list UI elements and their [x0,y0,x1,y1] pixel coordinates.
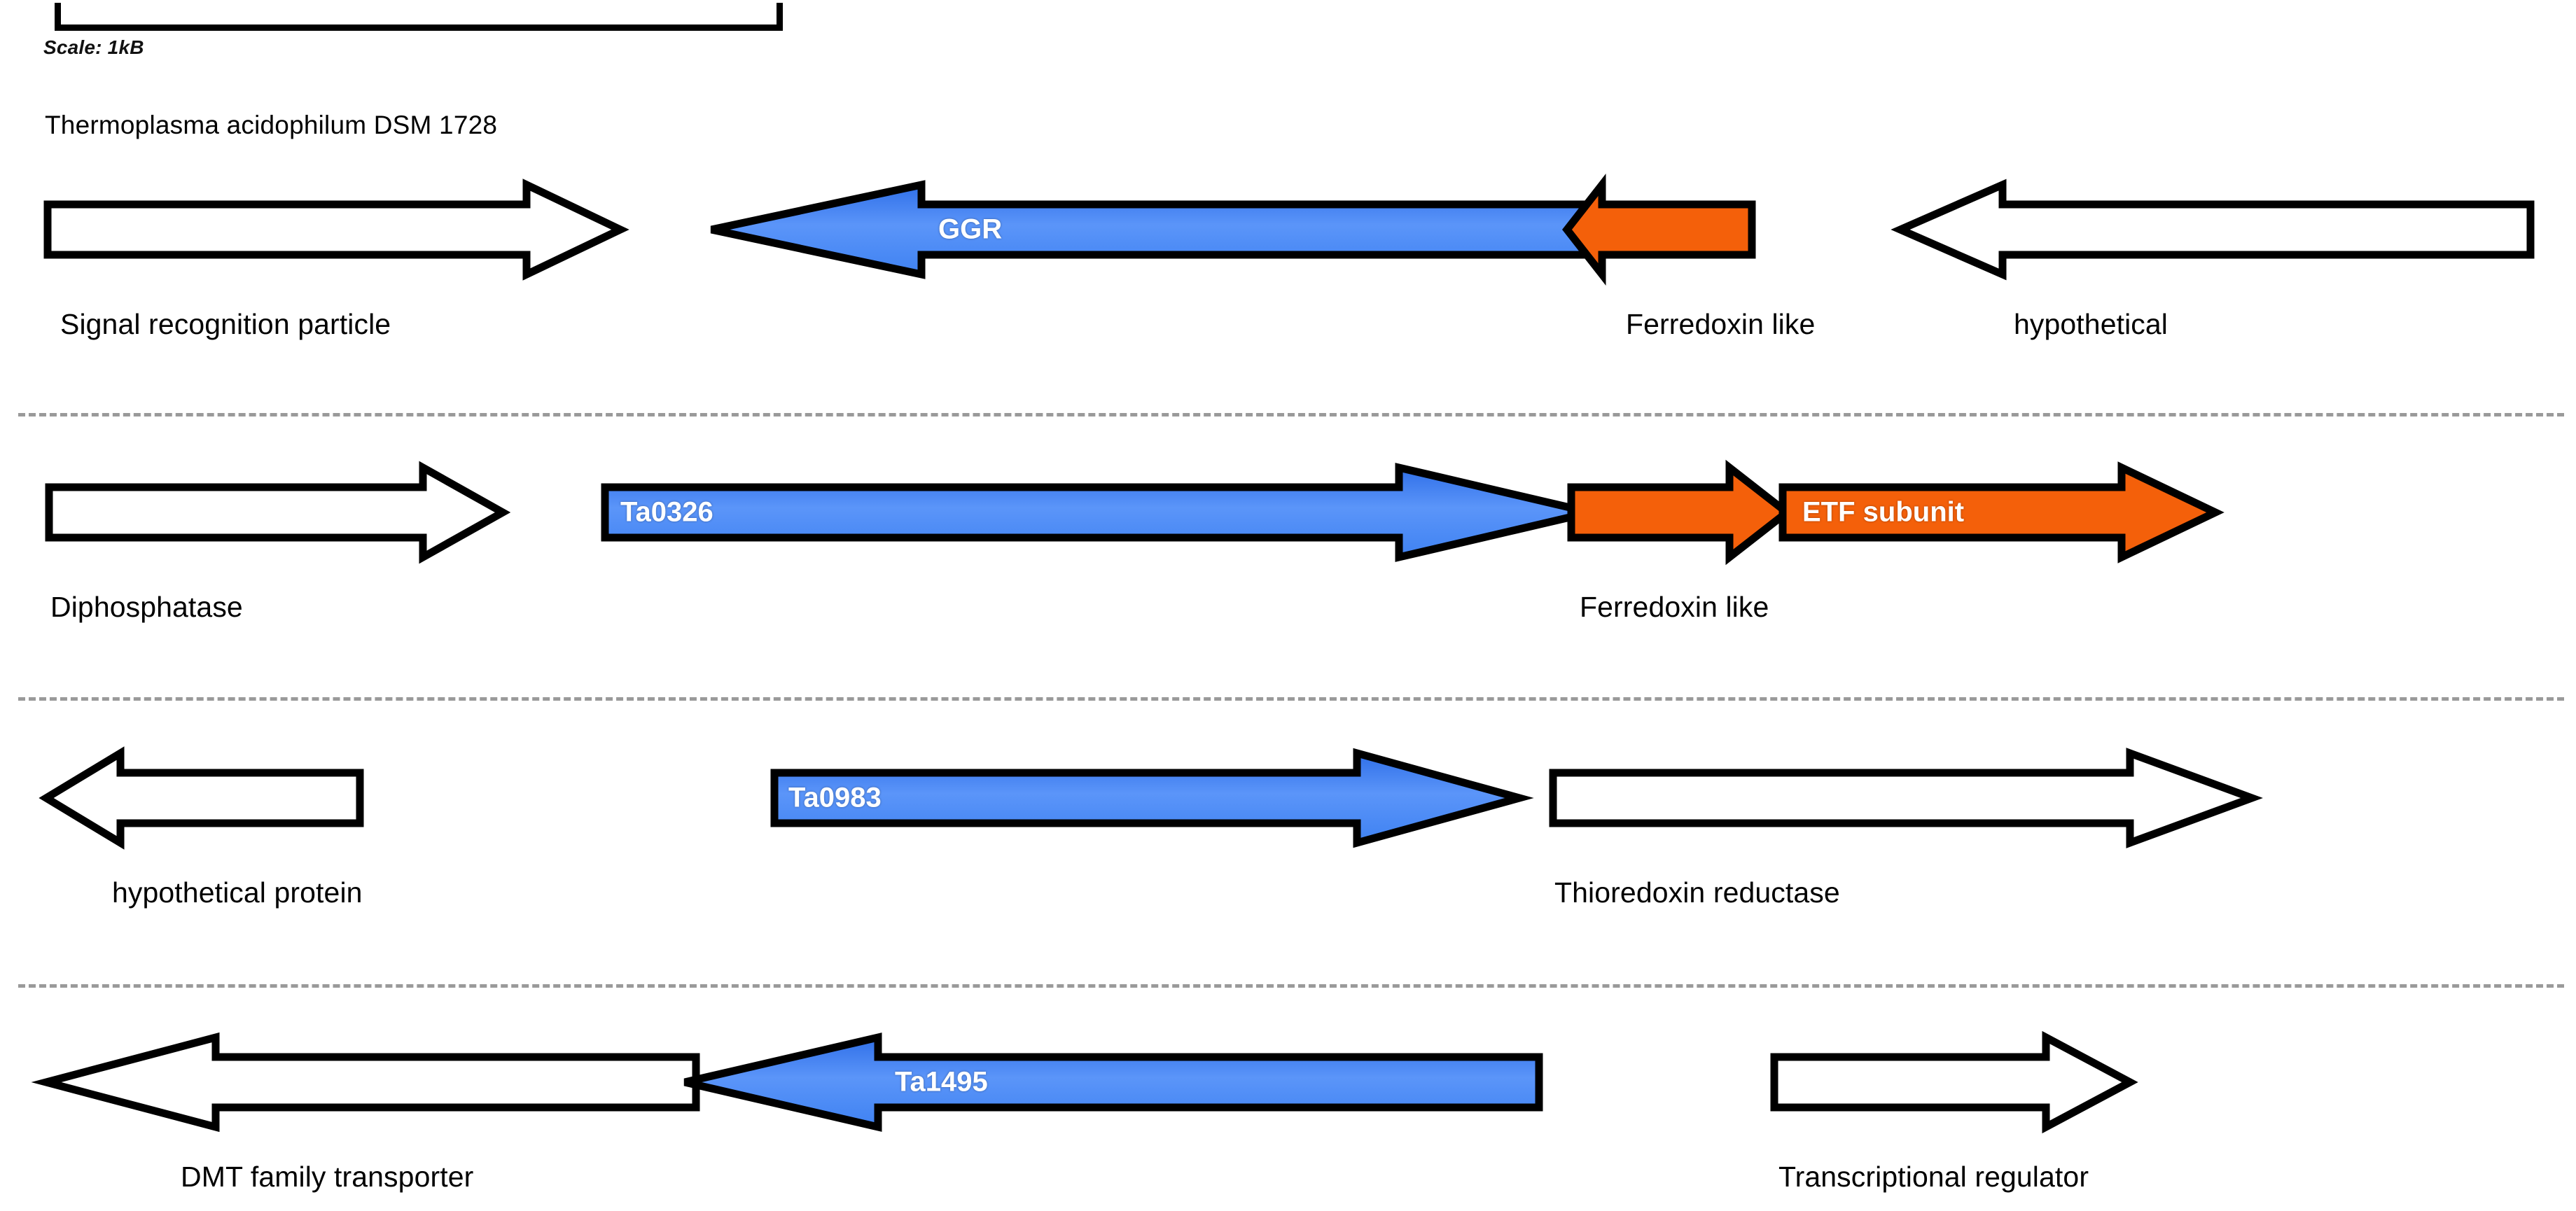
gene-arrow-etf-subunit[interactable]: ETF subunit [1778,461,2225,564]
arrow-shape-right [45,461,511,564]
gene-row-1: Signal recognition particle GGR F [0,174,2576,342]
gene-arrow-diphosphatase[interactable] [45,461,511,564]
gene-caption-signal-recognition-particle: Signal recognition particle [60,308,391,340]
row-separator-2 [18,697,2564,701]
arrow-shape-right [601,463,1592,562]
gene-caption-hypothetical-protein: hypothetical protein [112,876,363,909]
gene-arrow-hypothetical-row1[interactable] [1891,178,2535,281]
gene-arrow-thioredoxin-reductase[interactable] [1549,748,2263,848]
arrow-shape-right [770,748,1534,848]
arrow-shape-right [1549,748,2263,848]
gene-caption-ferredoxin-like-row2: Ferredoxin like [1580,591,1769,623]
arrow-shape-right [43,178,629,281]
scale-bar-right-tick [777,3,783,31]
scale-bar-baseline [55,24,783,31]
gene-row-2: Diphosphatase Ta0326 Ferredoxin l [0,459,2576,624]
arrow-shape-left [1891,178,2535,281]
gene-row-4: DMT family transporter Ta1495 Tra [0,1030,2576,1194]
gene-caption-ferredoxin-like-row1: Ferredoxin like [1626,308,1816,340]
arrow-shape-left [31,1032,700,1133]
gene-caption-hypothetical-row1: hypothetical [2014,308,2168,340]
gene-arrow-ggr[interactable]: GGR [707,180,1591,279]
gene-arrow-ta1495[interactable]: Ta1495 [681,1032,1543,1132]
arrow-shape-left [683,1032,1543,1132]
gene-arrow-ferredoxin-like-row2[interactable] [1567,459,1793,566]
gene-arrow-signal-recognition-particle[interactable] [43,178,629,281]
scale-bar-left-tick [55,3,61,31]
gene-caption-thioredoxin-reductase: Thioredoxin reductase [1554,876,1840,909]
gene-row-3: hypothetical protein Ta0983 Thior [0,746,2576,910]
row-separator-1 [18,413,2564,416]
gene-arrow-hypothetical-protein[interactable] [39,746,364,850]
gene-caption-transcriptional-regulator: Transcriptional regulator [1778,1161,2089,1193]
arrow-shape-right [1770,1030,2138,1134]
gene-arrow-dmt-family-transporter[interactable] [31,1032,700,1133]
arrow-shape-left [1562,174,1756,286]
gene-caption-diphosphatase: Diphosphatase [50,591,243,623]
gene-arrow-ta0983[interactable]: Ta0983 [770,748,1534,848]
scale-bar [55,3,783,31]
organism-title: Thermoplasma acidophilum DSM 1728 [45,111,498,139]
gene-arrow-ferredoxin-like-row1[interactable] [1562,174,1756,286]
row-separator-3 [18,984,2564,988]
gene-arrow-transcriptional-regulator[interactable] [1770,1030,2138,1134]
gene-caption-dmt-family-transporter: DMT family transporter [181,1161,474,1193]
arrow-shape-left [710,180,1591,279]
scale-label: Scale: 1kB [43,36,144,58]
arrow-shape-right [1778,461,2225,564]
arrow-shape-right [1567,459,1793,566]
gene-arrow-ta0326[interactable]: Ta0326 [601,463,1595,562]
arrow-shape-left [39,746,364,850]
